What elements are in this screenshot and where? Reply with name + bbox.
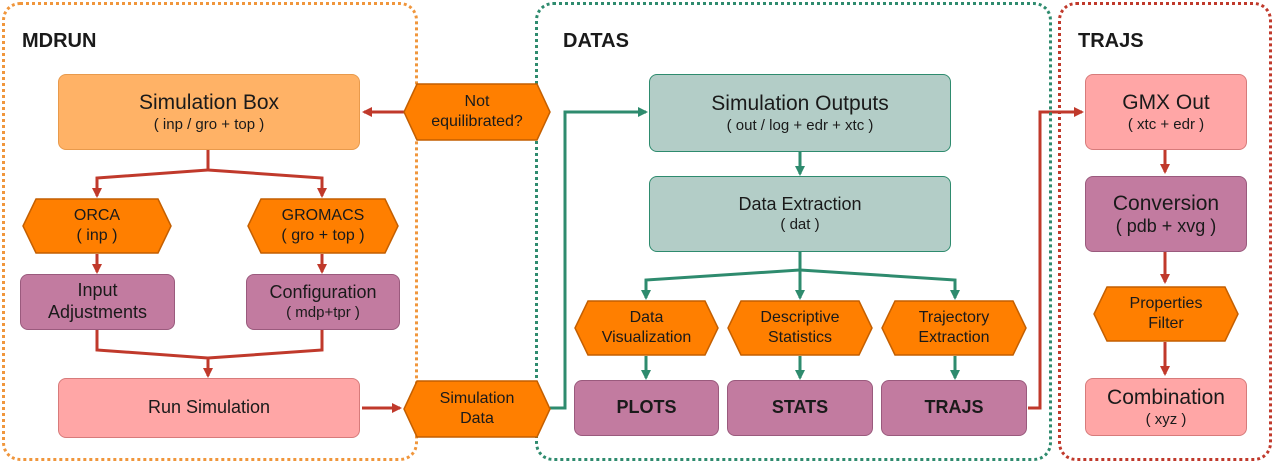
combination-node: Combination ( xyz ) — [1085, 378, 1247, 436]
orca-title: ORCA — [73, 207, 121, 224]
input-adjustments-node: Input Adjustments — [20, 274, 175, 330]
plots-label: PLOTS — [616, 397, 677, 418]
orca-node: ORCA ( inp ) — [22, 198, 172, 254]
trajs-region — [1058, 2, 1272, 461]
gromacs-node: GROMACS ( gro + top ) — [247, 198, 399, 254]
stats-node: STATS — [727, 380, 873, 436]
combination-sub: ( xyz ) — [1145, 410, 1187, 428]
trajs-title: TRAJS — [1078, 30, 1144, 52]
properties-filter-hexagon — [1093, 286, 1239, 342]
not-equilibrated-line1: Not — [464, 93, 490, 110]
data-visualization-hexagon — [574, 300, 719, 356]
configuration-node: Configuration ( mdp+tpr ) — [246, 274, 400, 330]
data-extraction-sub: ( dat ) — [780, 215, 820, 233]
data-visualization-line2: Visualization — [601, 329, 692, 346]
mdrun-region — [2, 2, 418, 461]
trajectory-extraction-hexagon — [881, 300, 1027, 356]
gmx-out-title: GMX Out — [1122, 91, 1210, 115]
descriptive-statistics-line1: Descriptive — [760, 309, 840, 326]
not-equilibrated-node: Not equilibrated? — [403, 83, 551, 141]
simulation-data-hexagon — [403, 380, 551, 438]
conversion-sub: ( pdb + xvg ) — [1115, 215, 1217, 236]
simulation-outputs-node: Simulation Outputs ( out / log + edr + x… — [649, 74, 951, 152]
arrow-trajsbox-gmx — [1028, 107, 1084, 410]
not-equilibrated-line2: equilibrated? — [431, 113, 523, 130]
run-simulation-node: Run Simulation — [58, 378, 360, 438]
conversion-node: Conversion ( pdb + xvg ) — [1085, 176, 1247, 252]
combination-title: Combination — [1107, 386, 1225, 410]
orca-hexagon — [22, 198, 172, 254]
trajectory-extraction-line1: Trajectory — [918, 309, 990, 326]
mdrun-title: MDRUN — [22, 30, 97, 52]
arrow-extract-split-right — [799, 268, 960, 300]
arrow-simdata-outputs — [550, 107, 648, 410]
arrow-input-merge — [95, 330, 213, 378]
not-equilibrated-hexagon — [403, 83, 551, 141]
simulation-data-line2: Data — [460, 410, 494, 427]
orca-sub: ( inp ) — [76, 227, 118, 244]
trajs-output-label: TRAJS — [924, 397, 984, 418]
simulation-data-line1: Simulation — [439, 390, 515, 407]
stats-label: STATS — [771, 397, 829, 418]
descriptive-statistics-node: Descriptive Statistics — [727, 300, 873, 356]
configuration-sub: ( mdp+tpr ) — [286, 303, 360, 321]
properties-filter-line2: Filter — [1148, 315, 1184, 332]
simulation-box-title: Simulation Box — [138, 91, 280, 115]
descriptive-statistics-line2: Statistics — [767, 329, 832, 346]
simulation-box-sub: ( inp / gro + top ) — [153, 115, 265, 133]
data-extraction-node: Data Extraction ( dat ) — [649, 176, 951, 252]
arrow-extract-split-left — [641, 252, 802, 300]
arrow-simbox-gromacs — [207, 168, 327, 198]
data-visualization-line1: Data — [629, 309, 664, 326]
simulation-outputs-sub: ( out / log + edr + xtc ) — [726, 116, 874, 134]
data-extraction-title: Data Extraction — [738, 194, 862, 215]
gmx-out-node: GMX Out ( xtc + edr ) — [1085, 74, 1247, 150]
run-simulation-label: Run Simulation — [147, 397, 271, 418]
simulation-data-node: Simulation Data — [403, 380, 551, 438]
input-adjustments-line1: Input — [77, 280, 118, 301]
configuration-title: Configuration — [269, 282, 377, 303]
conversion-title: Conversion — [1112, 191, 1220, 215]
simulation-outputs-title: Simulation Outputs — [711, 92, 889, 116]
descriptive-statistics-hexagon — [727, 300, 873, 356]
arrow-config-merge — [207, 330, 324, 360]
simulation-box-node: Simulation Box ( inp / gro + top ) — [58, 74, 360, 150]
gromacs-hexagon — [247, 198, 399, 254]
trajectory-extraction-line2: Extraction — [918, 329, 990, 346]
properties-filter-line1: Properties — [1129, 295, 1203, 312]
gmx-out-sub: ( xtc + edr ) — [1127, 115, 1205, 133]
datas-title: DATAS — [563, 30, 629, 52]
gromacs-title: GROMACS — [281, 207, 365, 224]
trajectory-extraction-node: Trajectory Extraction — [881, 300, 1027, 356]
arrow-simbox-split — [92, 150, 210, 198]
data-visualization-node: Data Visualization — [574, 300, 719, 356]
properties-filter-node: Properties Filter — [1093, 286, 1239, 342]
gromacs-sub: ( gro + top ) — [281, 227, 365, 244]
input-adjustments-line2: Adjustments — [47, 302, 148, 322]
datas-region — [535, 2, 1052, 461]
trajs-output-node: TRAJS — [881, 380, 1027, 436]
plots-node: PLOTS — [574, 380, 719, 436]
